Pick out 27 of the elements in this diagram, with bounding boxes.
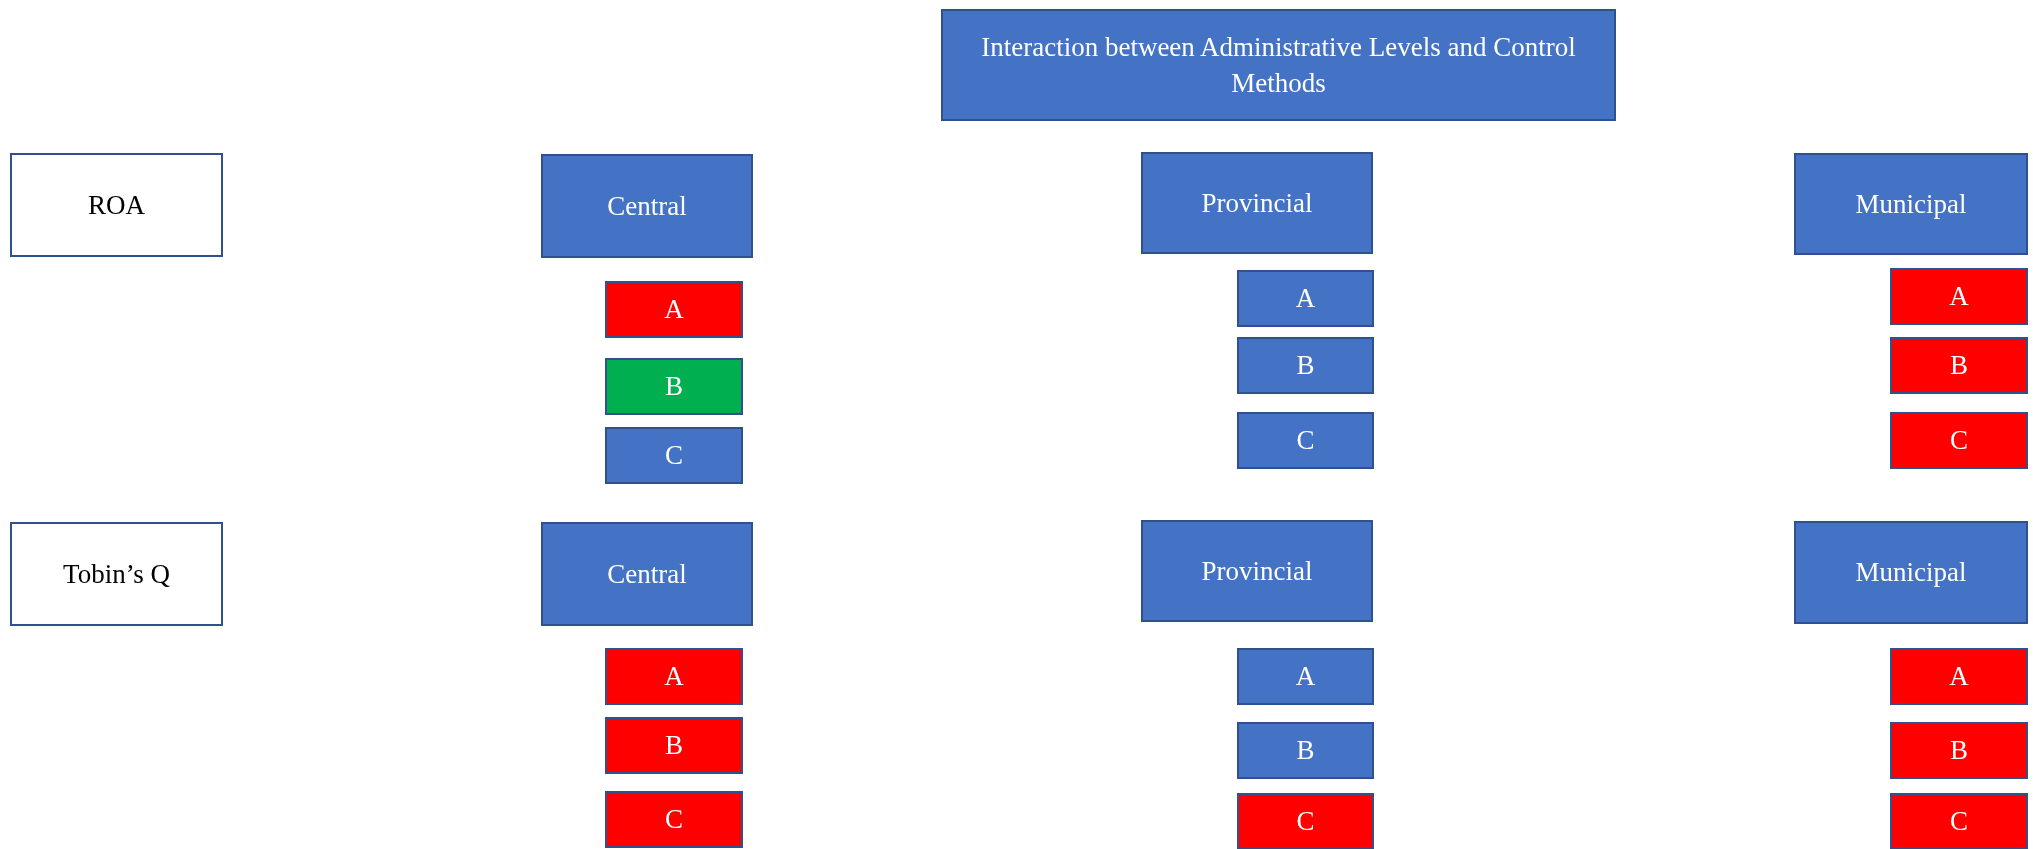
method-box: C	[1237, 412, 1374, 469]
level-box: Provincial	[1141, 152, 1373, 254]
method-box: A	[1890, 648, 2028, 705]
method-box: A	[605, 281, 743, 338]
level-box: Central	[541, 154, 753, 258]
level-box: Provincial	[1141, 520, 1373, 622]
method-box: B	[605, 717, 743, 774]
method-box: C	[605, 791, 743, 848]
method-box: C	[1890, 793, 2028, 849]
method-box: B	[1890, 722, 2028, 779]
method-box: A	[1237, 270, 1374, 327]
row-label-box: ROA	[10, 153, 223, 257]
method-box: C	[605, 427, 743, 484]
level-box: Municipal	[1794, 521, 2028, 624]
method-box: A	[605, 648, 743, 705]
title-box: Interaction between Administrative Levels and Control Methods	[941, 9, 1616, 121]
method-box: B	[1237, 722, 1374, 779]
method-box: B	[1890, 337, 2028, 394]
method-box: A	[1890, 268, 2028, 325]
method-box: C	[1890, 412, 2028, 469]
method-box: B	[1237, 337, 1374, 394]
method-box: C	[1237, 793, 1374, 849]
method-box: B	[605, 358, 743, 415]
level-box: Central	[541, 522, 753, 626]
method-box: A	[1237, 648, 1374, 705]
level-box: Municipal	[1794, 153, 2028, 255]
row-label-box: Tobin’s Q	[10, 522, 223, 626]
